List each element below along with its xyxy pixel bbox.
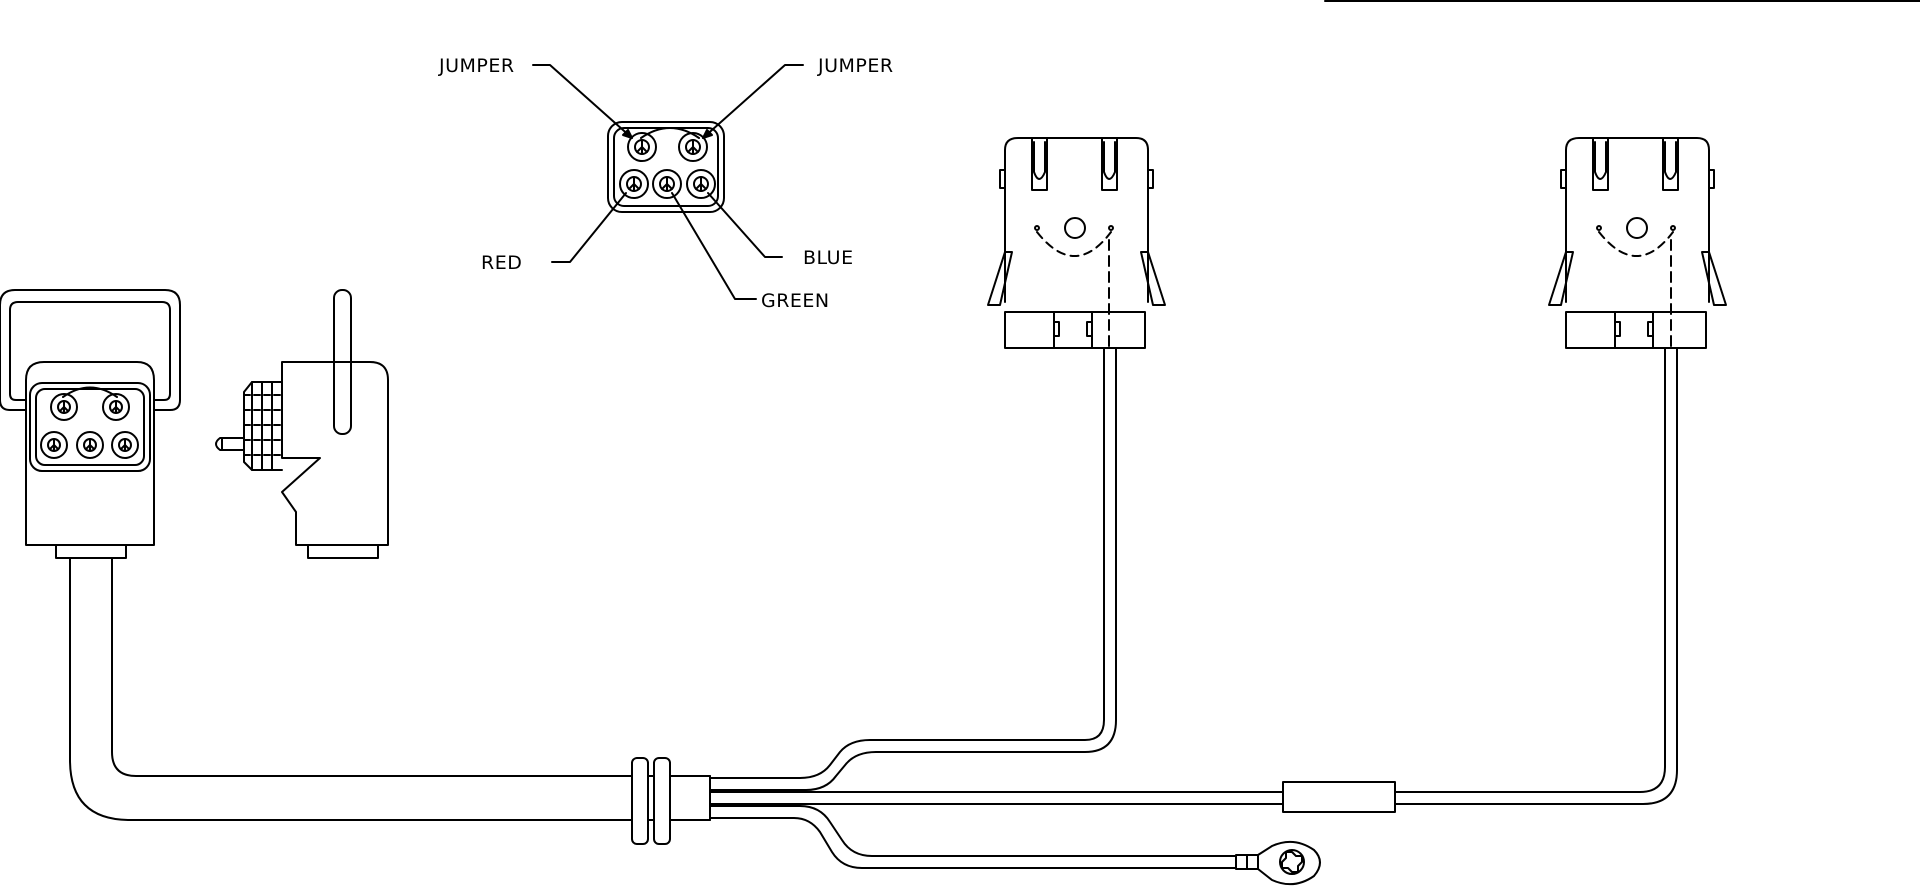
leader-green	[671, 192, 757, 300]
ring-terminal-icon	[1235, 840, 1321, 886]
leader-jumper-left	[532, 64, 633, 139]
label-red: RED	[481, 252, 522, 274]
harness-cables	[69, 347, 1678, 869]
pin-icon	[686, 169, 716, 199]
main-connector-front	[0, 289, 181, 559]
leader-jumper-right	[702, 64, 804, 139]
leader-blue	[707, 192, 783, 258]
pin-icon	[678, 132, 708, 162]
label-blue: BLUE	[803, 247, 854, 269]
leader-red	[551, 192, 627, 263]
pin-icon	[111, 431, 139, 459]
label-green: GREEN	[761, 290, 830, 312]
pin-icon	[627, 132, 657, 162]
pin-face-detail: JUMPER JUMPER RED GREEN BLUE	[438, 55, 894, 312]
main-connector-side	[215, 289, 389, 559]
pin-icon	[652, 169, 682, 199]
pin-icon	[40, 431, 68, 459]
pin-icon	[50, 393, 78, 421]
pin-icon	[619, 169, 649, 199]
lamp-connector-1	[987, 137, 1166, 349]
pin-icon	[102, 393, 130, 421]
label-jumper-right: JUMPER	[817, 55, 894, 77]
label-jumper-left: JUMPER	[438, 55, 515, 77]
lamp-connector-2	[1548, 137, 1727, 349]
pin-icon	[76, 431, 104, 459]
